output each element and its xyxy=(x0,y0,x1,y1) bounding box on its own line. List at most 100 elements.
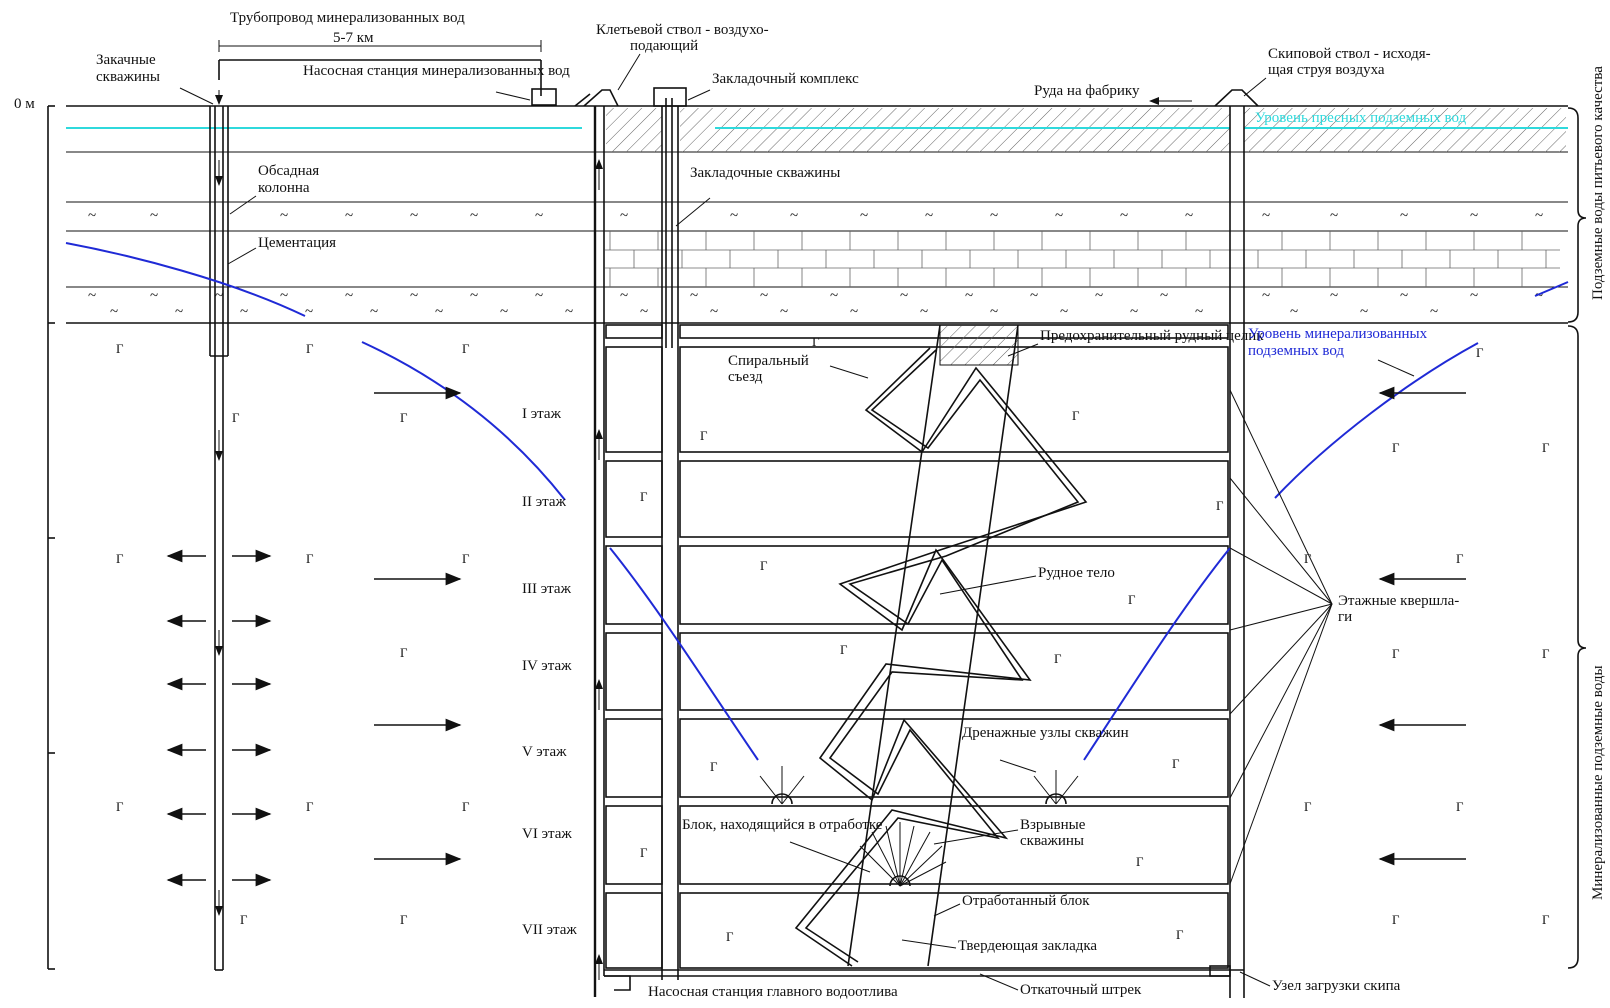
rock-mark: Г xyxy=(462,551,470,566)
rock-mark: Г xyxy=(640,489,648,504)
backfill-column: Закладочный комплекс Закладочные скважин… xyxy=(653,71,859,980)
level-drift xyxy=(679,632,1229,711)
wave-mark: ~ xyxy=(860,208,868,224)
crosscut-pointer xyxy=(1229,603,1333,799)
level-label: VII этаж xyxy=(522,922,577,938)
wave-mark: ~ xyxy=(1290,304,1298,320)
clay-wave-marks: ~~~~~~~~~~~~~~~~~~~~~~~~~~~~~~~~~~~~~~~~… xyxy=(88,208,1543,320)
rock-mark: Г xyxy=(462,341,470,356)
fresh-water-level: Уровень пресных подземных вод xyxy=(66,110,1568,129)
level-crosscuts-pointers: Этажные квершла- ги xyxy=(1229,389,1459,885)
backfill-wells-label: Закладочные скважины xyxy=(690,165,840,181)
skip-shaft: Скиповой ствол - исходя- щая струя возду… xyxy=(1034,46,1431,998)
mineral-water-level: Уровень минерализованных подземных вод xyxy=(65,242,1569,761)
wave-mark: ~ xyxy=(1262,288,1270,304)
level-left-cell xyxy=(605,718,663,798)
injection-wells-label-2: скважины xyxy=(96,69,160,85)
level-label: IV этаж xyxy=(522,658,572,674)
rock-mark: Г xyxy=(116,341,124,356)
wave-mark: ~ xyxy=(1470,208,1478,224)
rock-mark: Г xyxy=(710,759,718,774)
wave-mark: ~ xyxy=(370,304,378,320)
skip-shaft-label-2: щая струя воздуха xyxy=(1268,62,1385,78)
wave-mark: ~ xyxy=(410,288,418,304)
wave-mark: ~ xyxy=(1095,288,1103,304)
depth-zero-label: 0 м xyxy=(14,96,35,112)
wave-mark: ~ xyxy=(110,304,118,320)
limestone-layer xyxy=(605,249,1560,269)
wave-mark: ~ xyxy=(500,304,508,320)
wave-mark: ~ xyxy=(88,288,96,304)
level-left-cell xyxy=(605,805,663,885)
wave-mark: ~ xyxy=(760,288,768,304)
wave-mark: ~ xyxy=(345,208,353,224)
wave-mark: ~ xyxy=(1030,288,1038,304)
rock-mark: Г xyxy=(1304,551,1312,566)
level-label: V этаж xyxy=(522,744,567,760)
wave-mark: ~ xyxy=(1130,304,1138,320)
wave-mark: ~ xyxy=(1535,208,1543,224)
wave-mark: ~ xyxy=(1060,304,1068,320)
mineral-level-label-2: подземных вод xyxy=(1248,343,1344,359)
rock-mark: Г xyxy=(1392,440,1400,455)
blast-holes-label-2: скважины xyxy=(1020,833,1084,849)
wave-mark: ~ xyxy=(470,208,478,224)
rock-mark: Г xyxy=(1392,912,1400,927)
rock-mark: Г xyxy=(240,912,248,927)
wave-mark: ~ xyxy=(150,288,158,304)
wave-mark: ~ xyxy=(780,304,788,320)
rock-mark: Г xyxy=(1542,440,1550,455)
crosscut-pointer xyxy=(1229,477,1333,605)
wave-mark: ~ xyxy=(620,208,628,224)
wave-mark: ~ xyxy=(710,304,718,320)
rock-mark: Г xyxy=(1304,799,1312,814)
casing-label-1: Обсадная xyxy=(258,163,319,179)
ore-to-plant-label: Руда на фабрику xyxy=(1034,83,1140,99)
rock-mark: Г xyxy=(700,428,708,443)
wave-mark: ~ xyxy=(1360,304,1368,320)
side-label-fresh: Подземные воды питьевого качества xyxy=(1590,66,1606,300)
drainage-nodes: Дренажные узлы скважин xyxy=(759,725,1129,805)
rock-mark: Г xyxy=(1542,912,1550,927)
rock-mark: Г xyxy=(760,558,768,573)
injection-wells-label-1: Закачные xyxy=(96,52,156,68)
wave-mark: ~ xyxy=(990,304,998,320)
rock-mark: Г xyxy=(400,410,408,425)
fresh-water-level-label: Уровень пресных подземных вод xyxy=(1255,110,1467,126)
wave-mark: ~ xyxy=(690,288,698,304)
wave-mark: ~ xyxy=(1535,288,1543,304)
wave-mark: ~ xyxy=(830,288,838,304)
level-label: II этаж xyxy=(522,494,567,510)
mineral-level-label-1: Уровень минерализованных xyxy=(1248,326,1428,342)
rock-mark: Г xyxy=(462,799,470,814)
wave-mark: ~ xyxy=(1185,208,1193,224)
rock-mark: Г xyxy=(1542,646,1550,661)
wave-mark: ~ xyxy=(1400,288,1408,304)
rock-mark: Г xyxy=(1072,408,1080,423)
rock-mark: Г xyxy=(726,929,734,944)
cage-shaft-label-1: Клетьевой ствол - воздухо- xyxy=(596,22,769,38)
spiral-ramp-label-1: Спиральный xyxy=(728,353,809,369)
skip-shaft-label-1: Скиповой ствол - исходя- xyxy=(1268,46,1431,62)
wave-mark: ~ xyxy=(175,304,183,320)
rock-mark: Г xyxy=(1456,799,1464,814)
level-drift xyxy=(679,718,1229,798)
level-label: I этаж xyxy=(522,406,562,422)
cage-shaft-label-2: подающий xyxy=(630,38,698,54)
skip-loading-label: Узел загрузки скипа xyxy=(1272,978,1401,994)
wave-mark: ~ xyxy=(1470,288,1478,304)
wave-mark: ~ xyxy=(1120,208,1128,224)
depth-scale: 0 м xyxy=(14,96,55,970)
injection-well xyxy=(209,90,229,971)
pump-station-mineral xyxy=(531,88,557,106)
wave-mark: ~ xyxy=(280,288,288,304)
drainage-nodes-label: Дренажные узлы скважин xyxy=(962,725,1129,741)
crosscut-pointer xyxy=(1229,603,1333,631)
right-braces: Подземные воды питьевого качества Минера… xyxy=(1567,66,1606,969)
wave-mark: ~ xyxy=(305,304,313,320)
wave-mark: ~ xyxy=(900,288,908,304)
wave-mark: ~ xyxy=(1400,208,1408,224)
rock-mark: Г xyxy=(400,912,408,927)
rock-mark: Г xyxy=(640,845,648,860)
wave-mark: ~ xyxy=(1330,288,1338,304)
